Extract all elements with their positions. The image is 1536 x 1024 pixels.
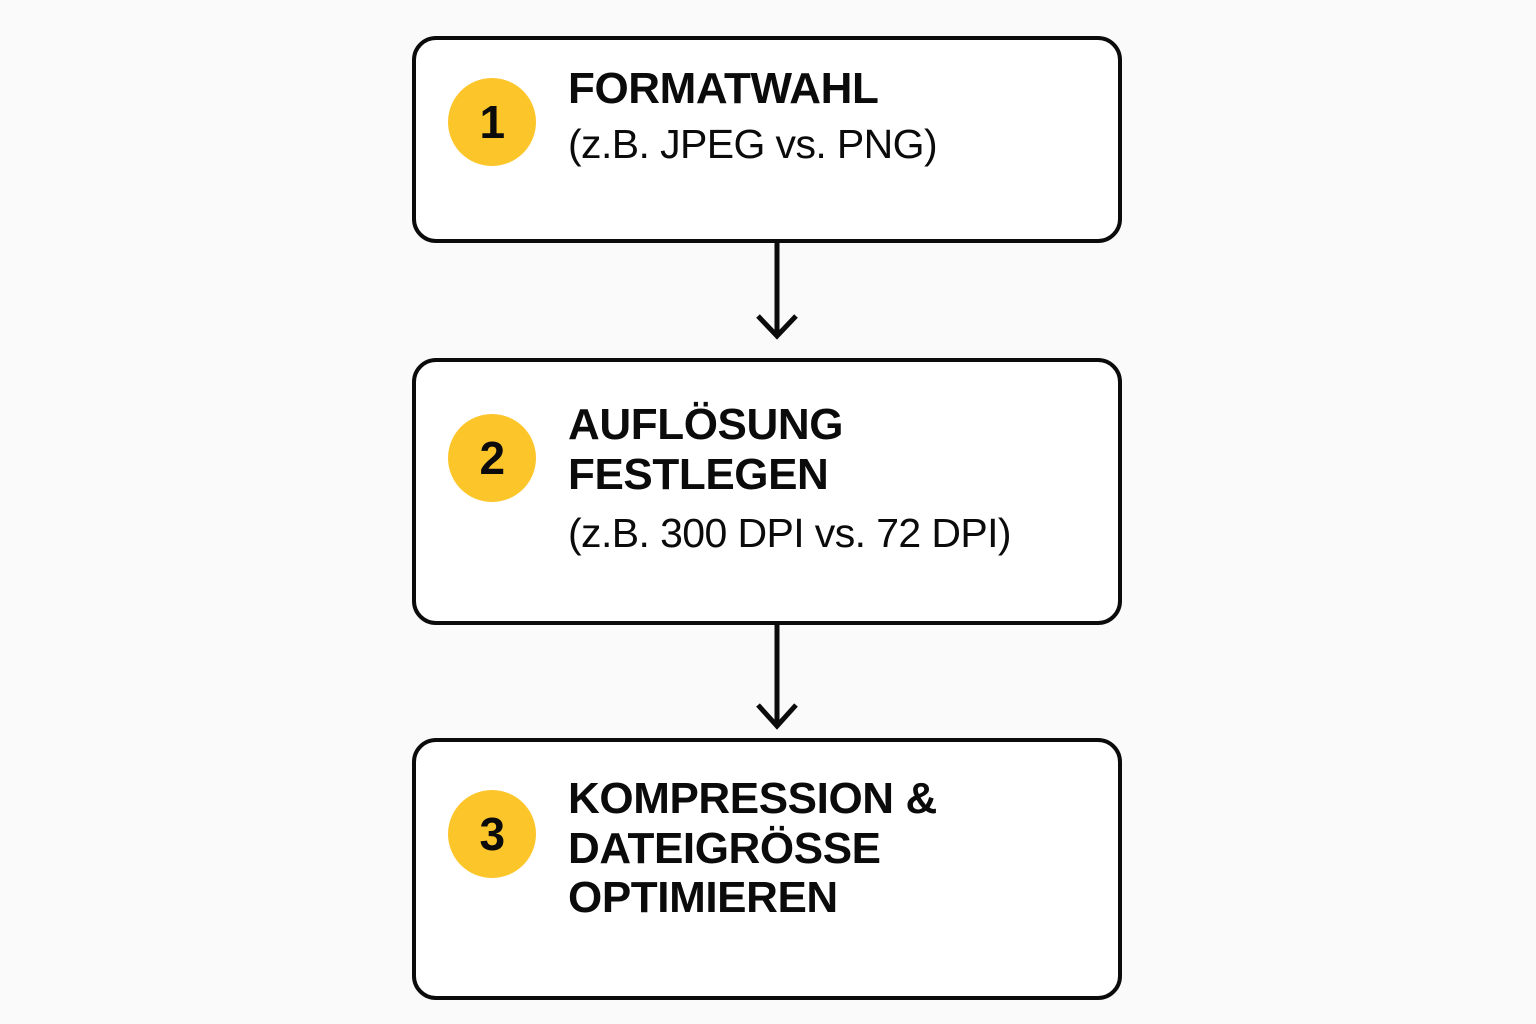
- step-1-badge-wrap: 1: [416, 40, 568, 166]
- flow-step-3[interactable]: 3 KOMPRESSION & DATEIGRÖSSE OPTIMIEREN: [412, 738, 1122, 1000]
- step-number-badge-2: 2: [448, 414, 536, 502]
- step-3-badge-wrap: 3: [416, 742, 568, 878]
- step-2-subtitle: (z.B. 300 DPI vs. 72 DPI): [568, 510, 1012, 557]
- step-2-text-column: AUFLÖSUNG FESTLEGEN (z.B. 300 DPI vs. 72…: [568, 362, 1118, 558]
- arrow-down-icon: [756, 625, 798, 730]
- flow-step-2[interactable]: 2 AUFLÖSUNG FESTLEGEN (z.B. 300 DPI vs. …: [412, 358, 1122, 625]
- step-number-badge-3: 3: [448, 790, 536, 878]
- step-1-text-column: FORMATWAHL (z.B. JPEG vs. PNG): [568, 40, 1118, 168]
- step-1-subtitle: (z.B. JPEG vs. PNG): [568, 120, 938, 167]
- step-number-badge-1: 1: [448, 78, 536, 166]
- connector-arrow-1-to-2: [747, 243, 807, 340]
- arrow-down-icon: [756, 243, 798, 340]
- connector-arrow-2-to-3: [747, 625, 807, 730]
- step-1-title: FORMATWAHL: [568, 64, 879, 113]
- step-3-text-column: KOMPRESSION & DATEIGRÖSSE OPTIMIEREN: [568, 742, 1118, 929]
- step-2-title: AUFLÖSUNG FESTLEGEN: [568, 400, 844, 499]
- step-3-title: KOMPRESSION & DATEIGRÖSSE OPTIMIEREN: [568, 774, 937, 923]
- step-2-badge-wrap: 2: [416, 362, 568, 502]
- flow-step-1[interactable]: 1 FORMATWAHL (z.B. JPEG vs. PNG): [412, 36, 1122, 243]
